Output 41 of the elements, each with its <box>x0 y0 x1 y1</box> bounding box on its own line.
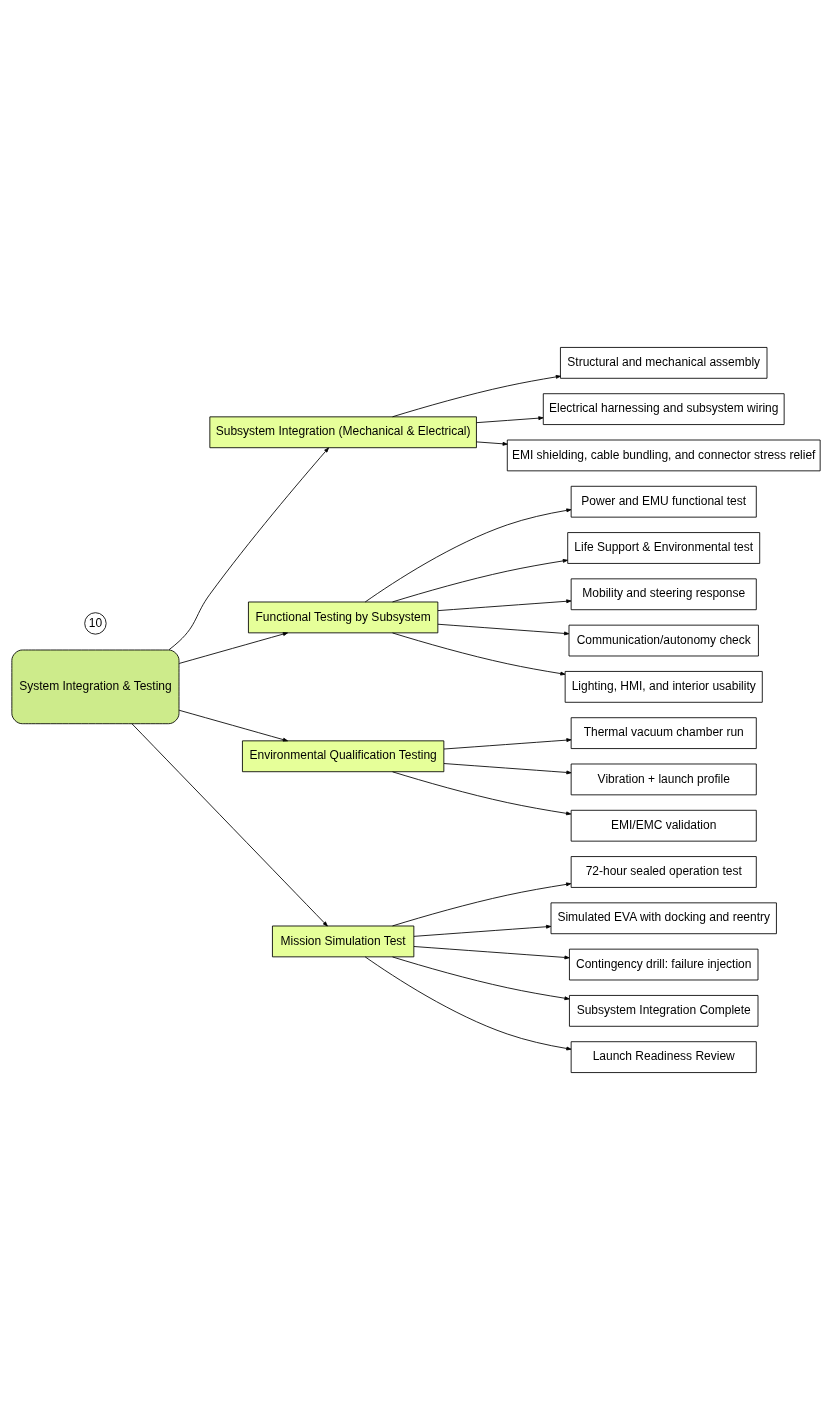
arrow <box>178 632 288 664</box>
node-box: Power and EMU functional test <box>570 485 757 518</box>
node-box: Mobility and steering response <box>570 578 757 611</box>
node-box: Subsystem Integration Complete <box>569 995 759 1027</box>
node-box: System Integration & Testing <box>11 649 180 725</box>
arrow <box>168 447 329 651</box>
node-box: Electrical harnessing and subsystem wiring <box>542 393 785 425</box>
arrow <box>443 738 572 750</box>
node-box: Subsystem Integration (Mechanical & Electrical) <box>209 416 477 449</box>
arrow <box>392 956 570 1001</box>
arrow <box>131 723 328 927</box>
node-box: Life Support & Environmental test <box>567 532 761 564</box>
arrow <box>413 946 570 960</box>
arrow <box>178 709 288 742</box>
node-box: Communication/autonomy check <box>568 624 759 657</box>
node-box: Mission Simulation Test <box>272 925 415 958</box>
arrow <box>392 771 572 816</box>
arrow <box>392 558 568 603</box>
arrow <box>364 508 572 603</box>
node-box: Simulated EVA with docking and reentry <box>550 902 777 935</box>
node-circle: 10 <box>84 612 107 635</box>
arrow <box>443 763 572 775</box>
arrow <box>476 441 508 446</box>
node-box: 72-hour sealed operation test <box>570 856 757 888</box>
arrow <box>413 924 552 937</box>
node-box: Structural and mechanical assembly <box>560 347 768 379</box>
arrow <box>392 632 566 676</box>
node-box: Environmental Qualification Testing <box>242 740 445 773</box>
node-box: Lighting, HMI, and interior usability <box>564 671 763 703</box>
arrow <box>476 416 544 424</box>
arrow <box>392 374 561 418</box>
node-box: Thermal vacuum chamber run <box>570 717 757 749</box>
node-box: EMI/EMC validation <box>570 809 757 842</box>
arrow <box>364 956 572 1051</box>
node-box: Launch Readiness Review <box>570 1041 757 1073</box>
node-box: Contingency drill: failure injection <box>569 948 759 981</box>
node-box: EMI shielding, cable bundling, and connector stress relief <box>506 439 821 472</box>
arrow <box>392 882 572 927</box>
node-box: Vibration + launch profile <box>570 763 757 796</box>
arrow <box>437 623 570 636</box>
arrow <box>437 599 572 612</box>
